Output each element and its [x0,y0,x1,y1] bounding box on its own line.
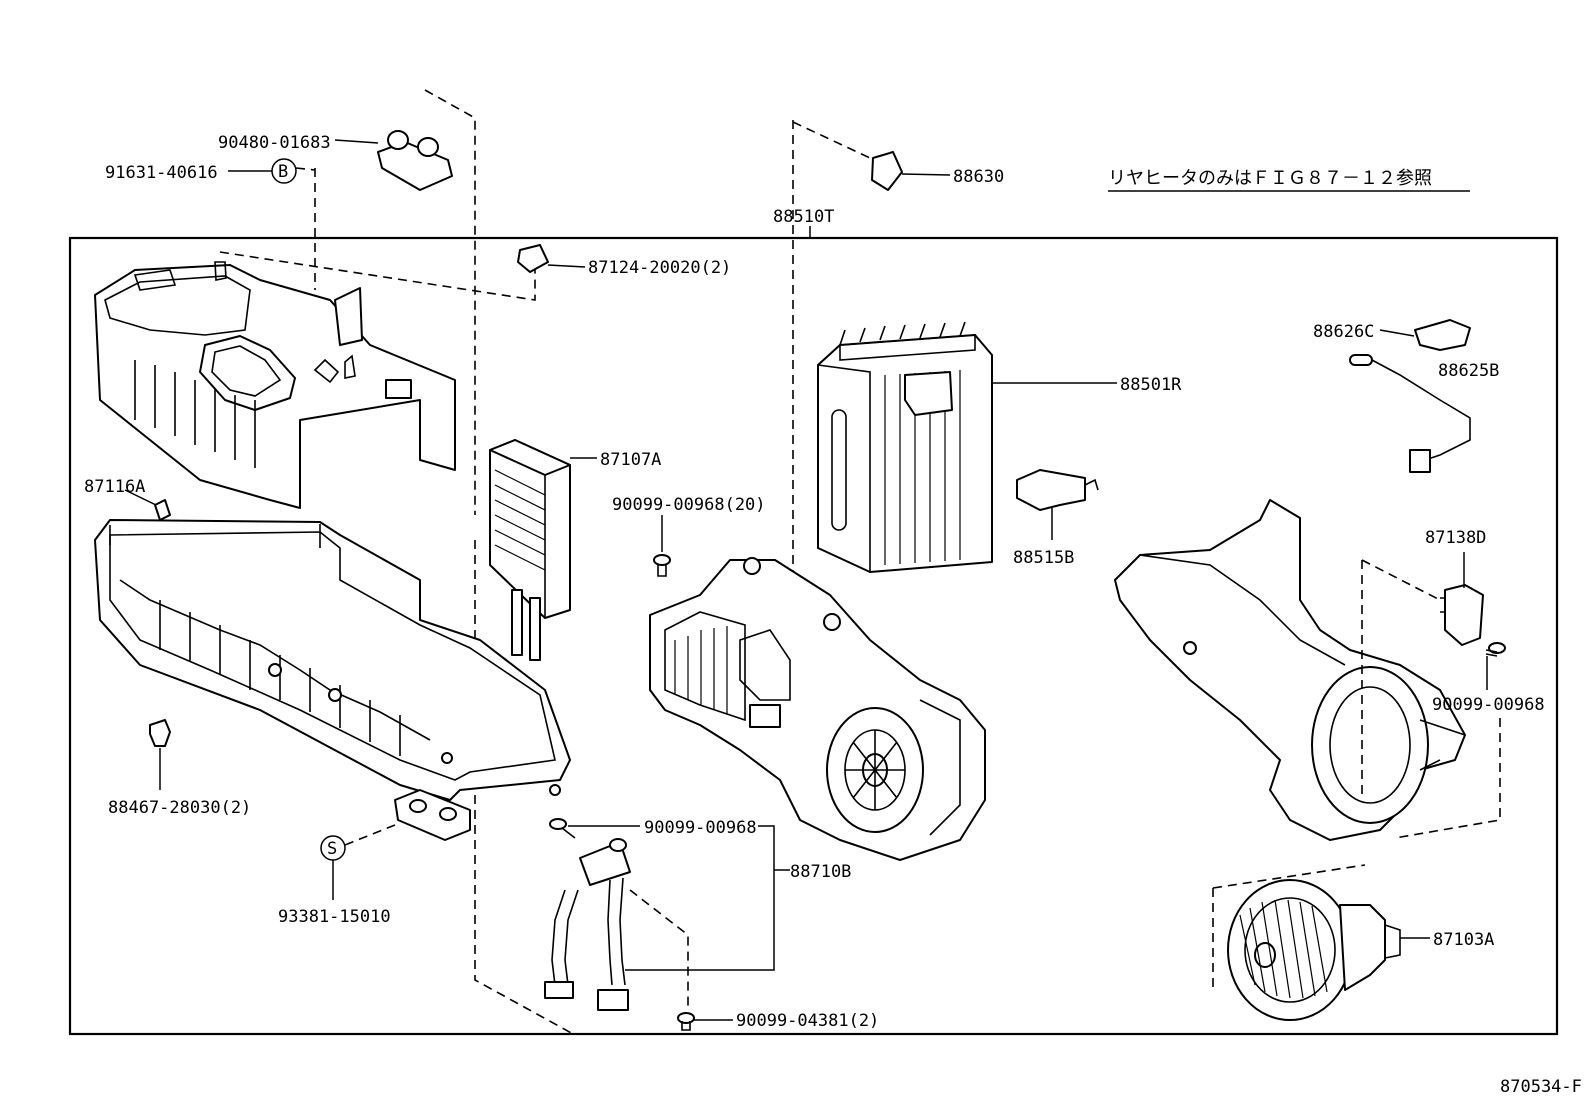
pipe-assembly-88710b [544,838,631,1011]
label-88467-28030: 88467-28030(2) [108,798,251,818]
screw-90099-00968-20 [653,554,671,577]
label-88710b: 88710B [790,862,851,882]
label-88626c: 88626C [1313,322,1374,342]
thermistor-88515b [1016,469,1099,511]
symbol-b: B [278,162,288,182]
label-91631-40616: 91631-40616 [105,163,218,183]
figure-code: 870534-F [1500,1077,1582,1097]
label-90099-04381: 90099-04381(2) [736,1011,879,1031]
clip-88467 [149,719,171,747]
label-88515b: 88515B [1013,548,1074,568]
reference-note: リヤヒータのみはＦＩＧ８７－１２参照 [1108,168,1432,189]
label-87116a: 87116A [84,477,145,497]
label-90099-00968-20: 90099-00968(20) [612,495,766,515]
blower-housing-right [1114,499,1466,841]
label-87107a: 87107A [600,450,661,470]
heater-core-87107a [489,439,571,661]
seal-93381 [394,789,471,841]
grommet-90480 [377,130,453,191]
label-93381-15010: 93381-15010 [278,907,391,927]
blower-case-center [649,557,986,861]
symbol-s: S [327,839,337,859]
label-88501r: 88501R [1120,375,1182,395]
screw-90099-00968-right [1485,642,1506,657]
label-87124-20020: 87124-20020(2) [588,258,731,278]
screw-90099-00968-mid [549,818,576,839]
clip-87116a [154,499,171,521]
assembly-label: 88510T [773,207,834,227]
label-90099-00968-mid: 90099-00968 [644,818,757,838]
label-87103a: 87103A [1433,930,1494,950]
label-88625b: 88625B [1438,361,1499,381]
sensor-88626c [1414,319,1471,351]
label-90480-01683: 90480-01683 [218,133,331,153]
screw-90099-04381 [677,1012,695,1031]
lower-heater-case [94,519,571,801]
blower-motor-87103a [1227,879,1401,1021]
harness-88625b [1349,354,1471,473]
label-90099-00968-right: 90099-00968 [1432,695,1545,715]
upper-heater-case [94,261,456,509]
label-87138d: 87138D [1425,528,1486,548]
evaporator-88501r [817,321,993,573]
actuator-87138d [1440,584,1484,646]
clip-87124 [517,244,549,273]
label-88630: 88630 [953,167,1004,187]
connector-88630 [871,151,903,191]
assembly-frame [68,236,1559,1036]
